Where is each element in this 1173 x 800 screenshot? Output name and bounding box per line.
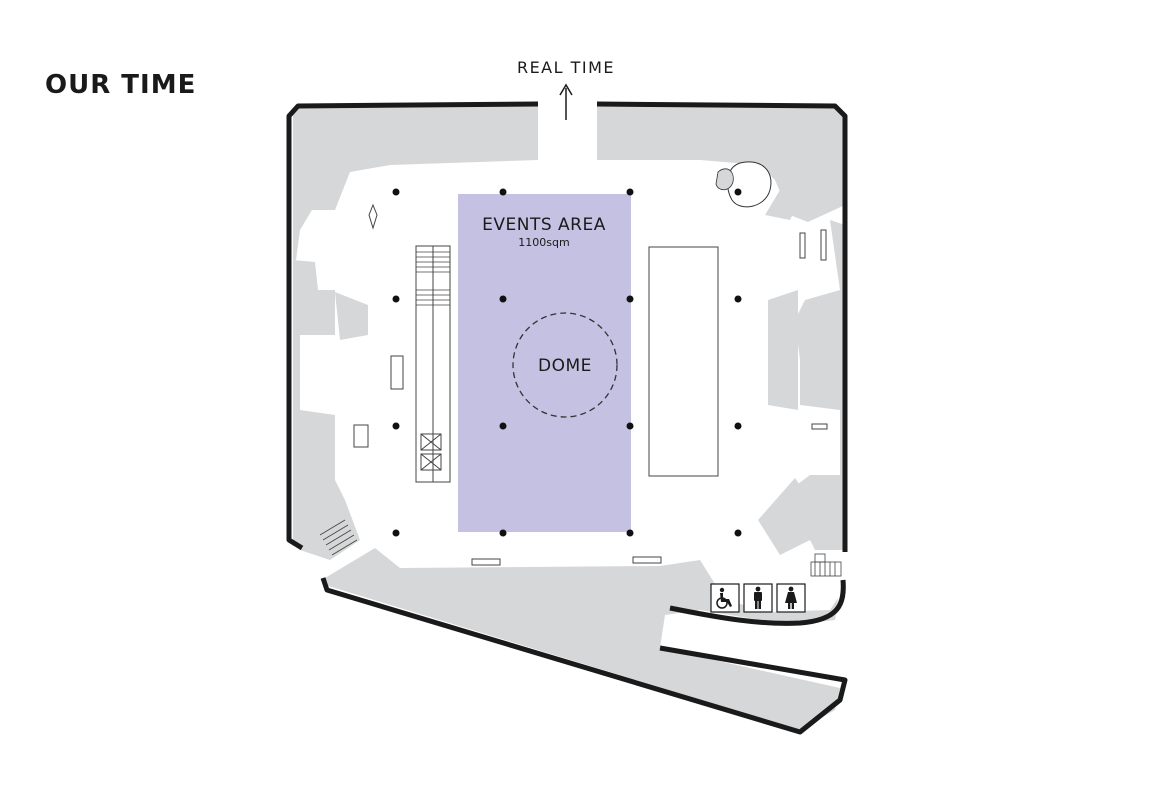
room-lower-right-triangle (758, 478, 810, 555)
outer-walls (286, 101, 848, 735)
rock-sculpture-1 (727, 161, 772, 208)
exit-arrow-icon[interactable] (559, 83, 573, 120)
bench-bottom-right (632, 556, 662, 564)
display-counter (648, 246, 719, 477)
room-top-right (597, 104, 845, 222)
bench-bottom-left (471, 558, 501, 566)
rock-sculpture-2 (715, 168, 734, 191)
kiosk-left-lower (353, 424, 369, 448)
exit-label[interactable]: REAL TIME (517, 58, 615, 77)
right-small-fixture-1 (799, 232, 806, 259)
room-right-wall (790, 220, 845, 550)
right-small-fixture-3 (811, 423, 828, 430)
events-area-size: 1100sqm (518, 236, 569, 249)
room-top-right-triangle (765, 190, 795, 220)
dome-label: DOME (538, 356, 592, 376)
page-title: OUR TIME (45, 70, 197, 100)
room-left-niche (335, 292, 368, 340)
kiosk-left (390, 355, 404, 390)
columns (392, 188, 742, 537)
room-bottom-walkway (325, 548, 840, 730)
lamp-left (368, 203, 378, 230)
staircase-left (415, 245, 451, 483)
staircase-bottom-right (810, 553, 842, 577)
events-area (458, 194, 631, 532)
events-area-label: EVENTS AREA (482, 215, 606, 235)
room-right-niche (768, 290, 798, 410)
staircase-bottom-left (319, 519, 358, 556)
right-small-fixture-2 (820, 229, 827, 261)
restroom-icons (710, 583, 806, 613)
dome-outline (512, 312, 618, 418)
room-left-wall (293, 260, 360, 560)
room-top-left (293, 104, 538, 260)
